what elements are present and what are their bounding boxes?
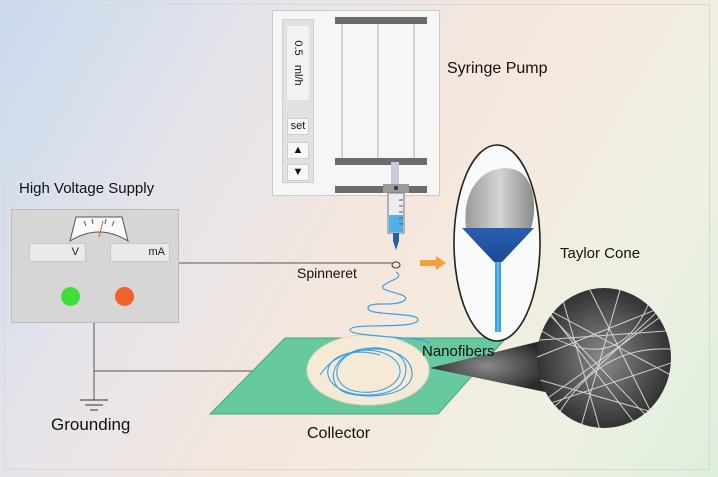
pump-control-panel: 0.5 ml/h set ▲ ▼ — [282, 19, 314, 183]
voltage-unit: V — [71, 246, 79, 258]
syringe-icon — [383, 162, 409, 250]
power-off-button[interactable] — [115, 287, 134, 306]
increase-button[interactable]: ▲ — [287, 142, 309, 159]
sem-pointer — [430, 340, 545, 392]
current-field[interactable]: mA — [110, 243, 170, 262]
power-on-button[interactable] — [61, 287, 80, 306]
figure-frame — [4, 4, 710, 470]
flow-rate-unit: ml/h — [292, 64, 304, 86]
syringe-pump: 0.5 ml/h set ▲ ▼ — [272, 10, 440, 196]
nanofiber-texture — [537, 289, 671, 428]
nanofibers-label: Nanofibers — [422, 343, 495, 360]
pump-rail-left — [341, 24, 343, 158]
set-button[interactable]: set — [287, 118, 309, 135]
taylor-cone-label: Taylor Cone — [560, 245, 641, 262]
decrease-button[interactable]: ▼ — [287, 164, 309, 181]
flow-rate-value: 0.5 — [292, 40, 304, 56]
spinneret-tip-icon — [391, 261, 401, 269]
ground-symbol-icon — [80, 399, 108, 411]
hv-supply-label: High Voltage Supply — [19, 180, 155, 197]
pump-bottom-bar — [335, 186, 427, 193]
high-voltage-supply: V mA — [11, 209, 179, 323]
collector-label: Collector — [307, 425, 371, 442]
pump-rail-center — [377, 24, 379, 158]
taylor-cone-icon — [462, 168, 535, 332]
grounding-label: Grounding — [51, 415, 131, 434]
pump-rail-right — [413, 24, 415, 158]
deposited-fibers — [319, 347, 413, 397]
fiber-jet — [349, 271, 429, 345]
flow-rate-display: 0.5 ml/h — [287, 26, 309, 100]
pump-pusher-bar — [335, 158, 427, 165]
current-unit: mA — [148, 246, 166, 258]
pump-top-bar — [335, 17, 427, 24]
voltage-field[interactable]: V — [29, 243, 86, 262]
syringe-pump-label: Syringe Pump — [447, 60, 548, 77]
voltmeter-icon — [69, 216, 129, 243]
spinneret-label: Spinneret — [297, 265, 357, 281]
arrow-icon — [420, 256, 446, 270]
